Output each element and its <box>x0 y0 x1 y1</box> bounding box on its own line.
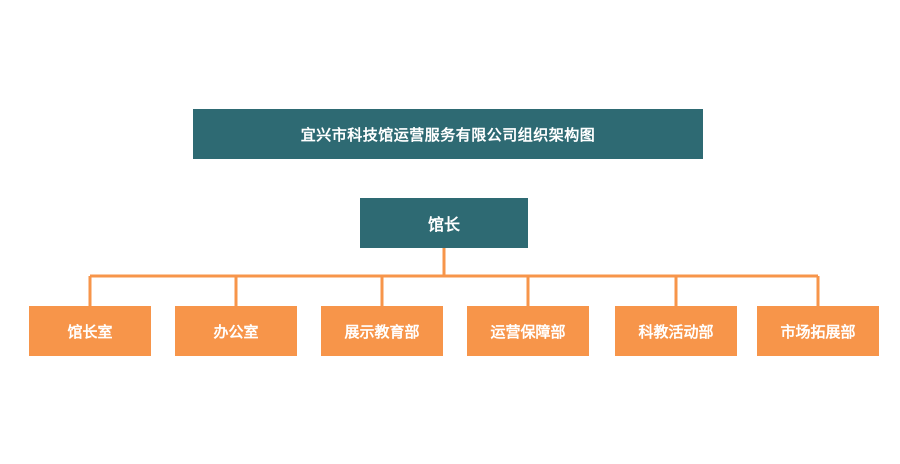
org-node-dept-exhibition-education: 展示教育部 <box>321 306 443 356</box>
org-node-dept-science-activities: 科教活动部 <box>615 306 737 356</box>
org-node-dept-admin-office: 办公室 <box>175 306 297 356</box>
org-chart-title: 宜兴市科技馆运营服务有限公司组织架构图 <box>193 109 703 159</box>
org-node-director: 馆长 <box>360 198 528 248</box>
org-node-dept-operations-support: 运营保障部 <box>467 306 589 356</box>
org-node-dept-market-development: 市场拓展部 <box>757 306 879 356</box>
org-node-dept-director-office: 馆长室 <box>29 306 151 356</box>
